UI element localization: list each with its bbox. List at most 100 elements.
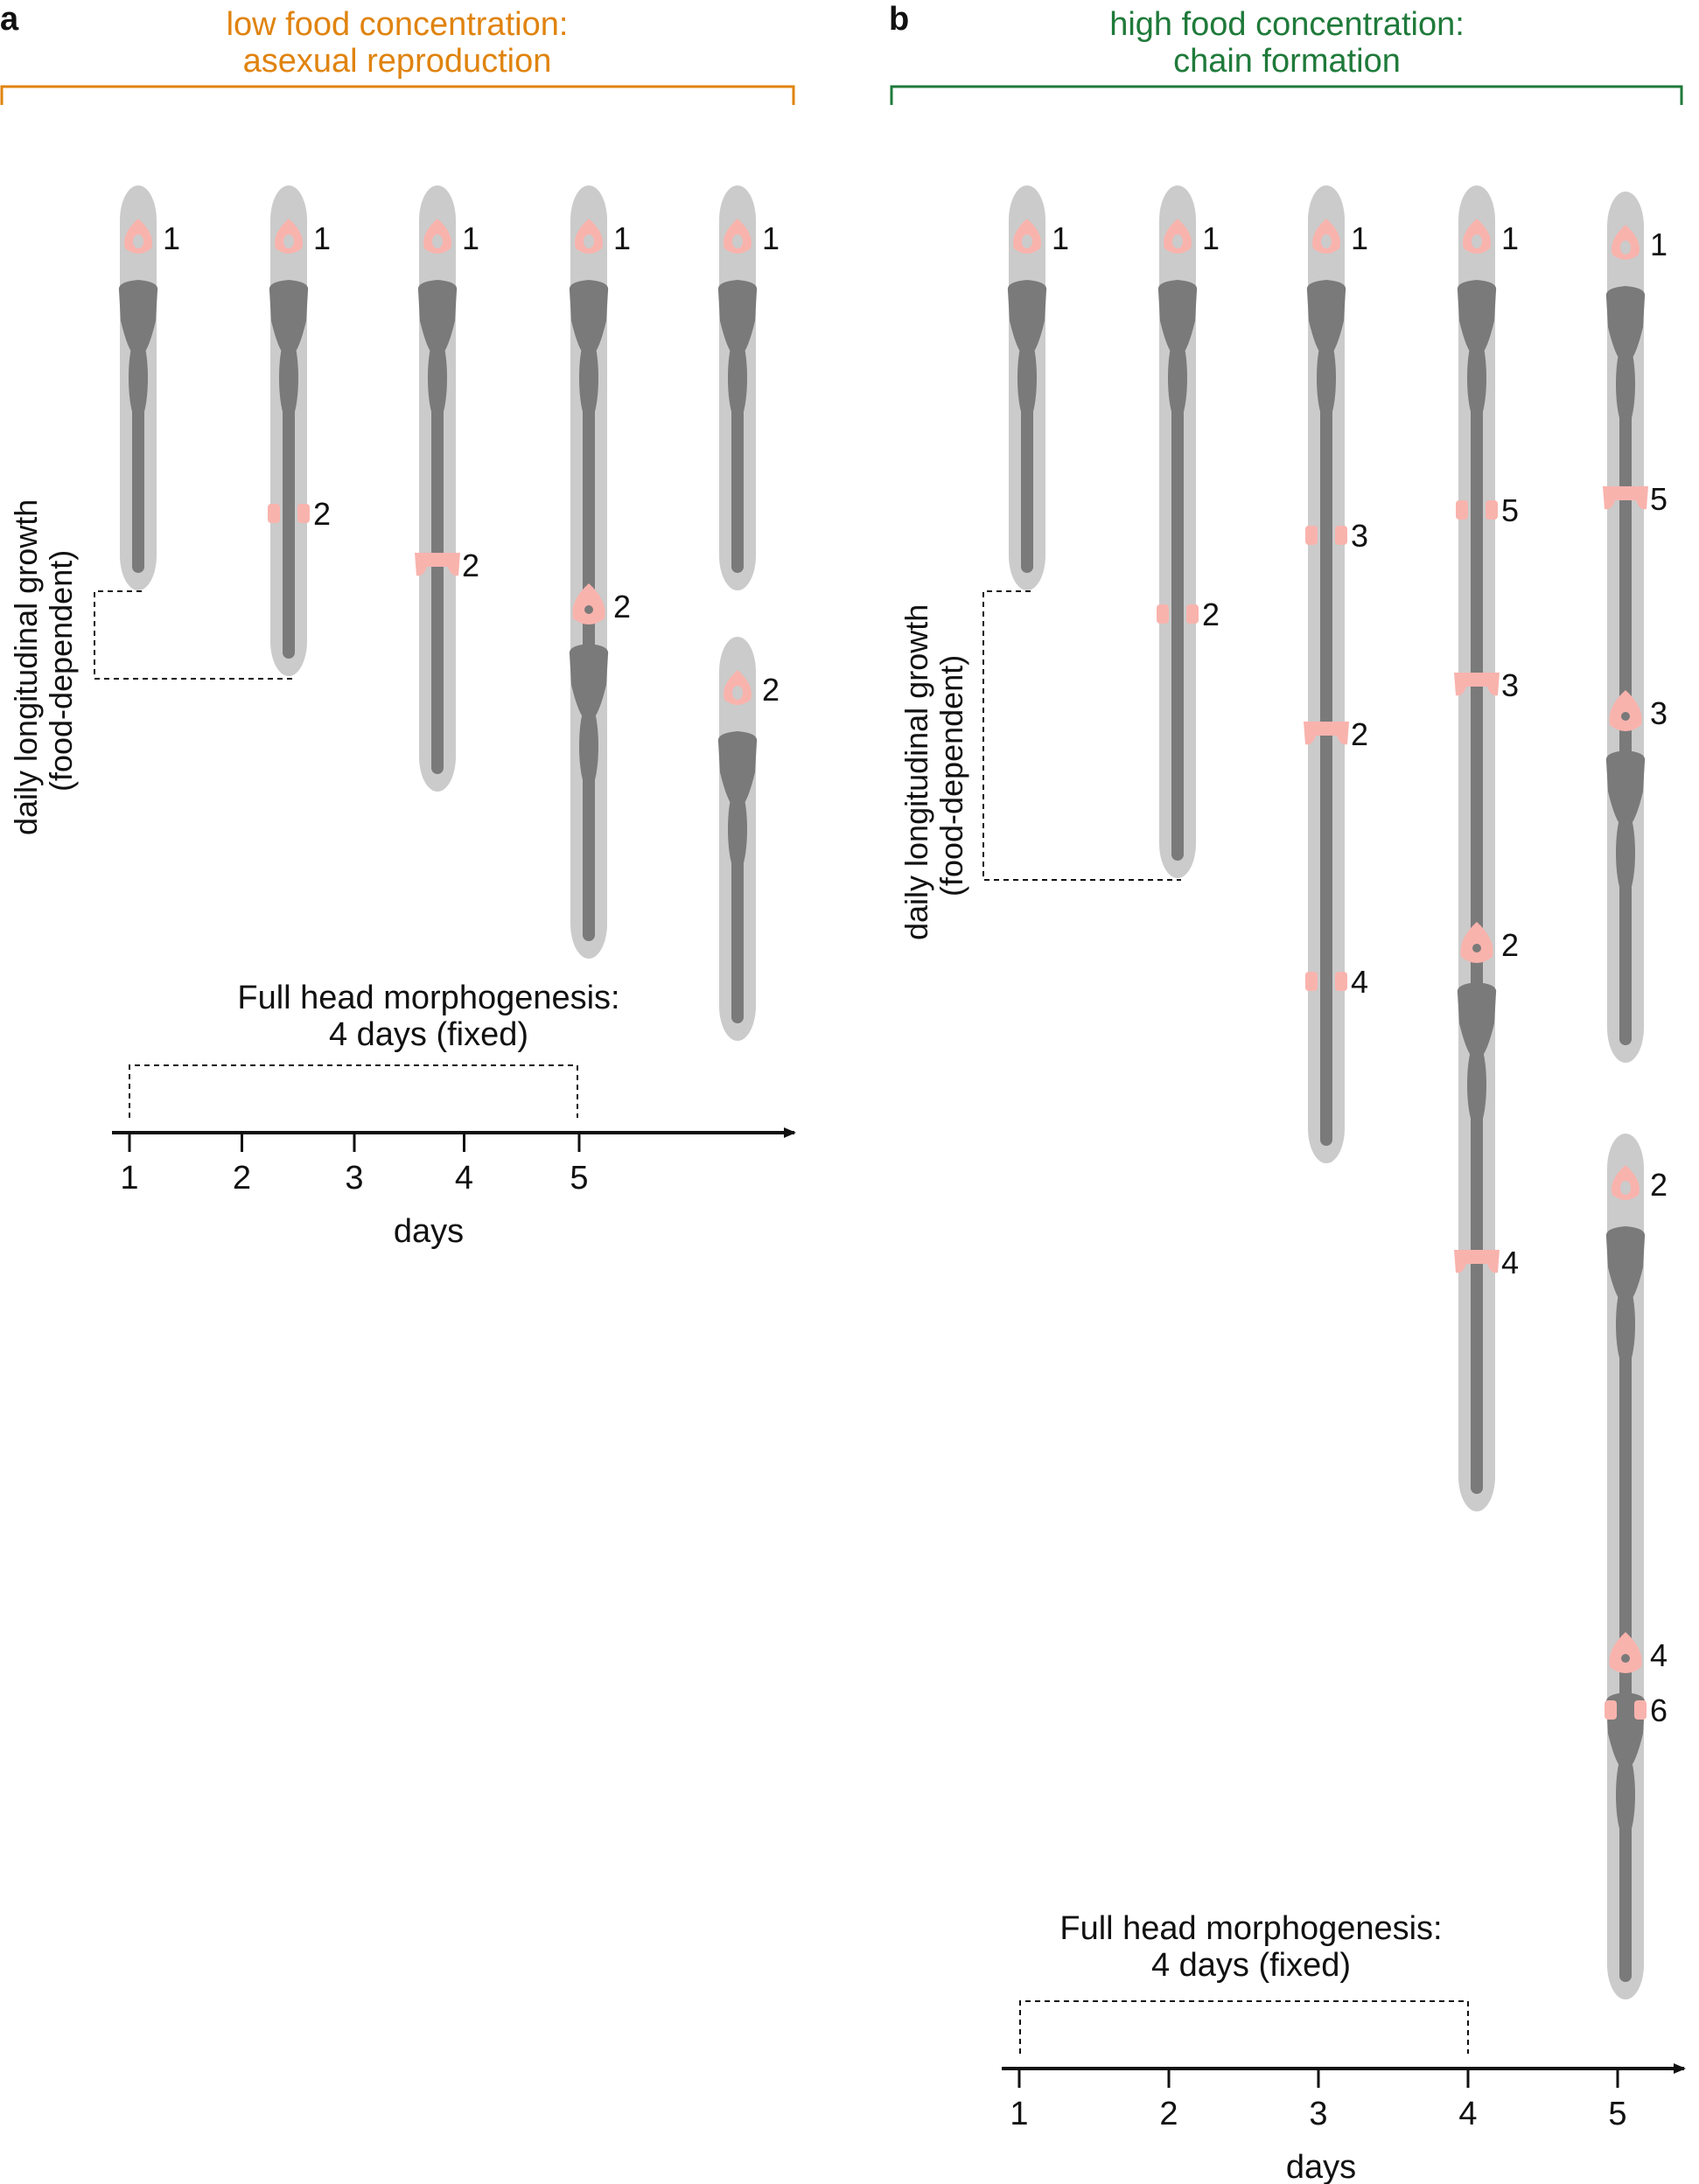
pharynx xyxy=(1157,280,1198,352)
growth-bracket xyxy=(982,590,1181,881)
pharynx xyxy=(269,280,309,352)
gut-swelling xyxy=(579,702,598,790)
fission-zone-number: 4 xyxy=(1351,964,1368,1000)
fission-zone-early-right xyxy=(1486,500,1498,520)
gut-swelling xyxy=(728,334,747,422)
growth-label: daily longitudinal growth (food-dependen… xyxy=(898,604,969,940)
head-lumen xyxy=(1172,234,1183,248)
fission-zone-early-left xyxy=(1305,972,1318,991)
head-lumen xyxy=(1022,234,1032,248)
fission-zone-number: 2 xyxy=(1202,597,1220,632)
fission-zone-late xyxy=(572,583,605,624)
days-axis-label: days xyxy=(1286,2149,1356,2184)
panel-title-bracket xyxy=(0,85,795,105)
pharynx xyxy=(1007,280,1047,352)
axis-tick-label: 1 xyxy=(120,1160,138,1197)
growth-label-line1: daily longitudinal growth xyxy=(8,499,44,835)
fission-zone-number: 1 xyxy=(1052,220,1069,256)
late-zone-core xyxy=(1621,1654,1630,1663)
worm-day-5: 1 xyxy=(717,185,780,590)
late-zone-core xyxy=(1621,712,1630,721)
worm-day-1: 1 xyxy=(1007,185,1069,590)
worm-day-4: 12 xyxy=(569,185,631,959)
morphogenesis-label-line2: 4 days (fixed) xyxy=(329,1016,528,1053)
fission-zone-number: 6 xyxy=(1650,1692,1668,1728)
worm-day-1: 1 xyxy=(118,185,180,590)
gut-swelling xyxy=(1616,809,1635,897)
axis-tick-label: 5 xyxy=(570,1160,588,1197)
fission-zone-late xyxy=(1609,1632,1642,1673)
fission-zone-late xyxy=(1609,690,1642,731)
fission-zone-early-left xyxy=(1605,1700,1617,1720)
gut-swelling xyxy=(579,334,598,422)
fission-zone-mid xyxy=(1603,486,1648,510)
morphogenesis-bracket xyxy=(1019,2000,1469,2054)
worm-day-5: 2 xyxy=(717,637,780,1041)
panel-title-bracket xyxy=(890,85,1683,105)
worm-day-3: 1 3 2 4 xyxy=(1304,185,1368,1163)
fission-zone-number: 1 xyxy=(1202,220,1220,256)
fission-zone-number: 1 xyxy=(1501,220,1519,256)
gut-swelling xyxy=(728,785,747,873)
fission-zone-number: 1 xyxy=(462,220,479,256)
fission-zone-early-left xyxy=(1456,500,1468,520)
fission-zone-number: 2 xyxy=(1501,927,1519,963)
fission-zone-early-left xyxy=(1305,526,1318,545)
axis-tick-label: 4 xyxy=(455,1160,473,1197)
morphogenesis-label-line2: 4 days (fixed) xyxy=(1151,1947,1351,1984)
fission-zone-number: 3 xyxy=(1351,518,1368,554)
fission-zone-number: 1 xyxy=(1650,227,1668,262)
gut xyxy=(1320,343,1332,1146)
fission-zone-number: 2 xyxy=(1650,1167,1668,1203)
fission-zone-mid xyxy=(415,553,460,576)
gut-swelling xyxy=(1467,1041,1486,1128)
axis-tick-label: 5 xyxy=(1608,2096,1626,2132)
fission-zone-early-right xyxy=(297,504,310,523)
fission-zone-number: 2 xyxy=(1351,716,1368,752)
panel-a: a low food concentration: asexual reprod… xyxy=(0,1,796,1250)
head-lumen xyxy=(584,234,594,248)
gut xyxy=(1471,343,1483,1494)
fission-zone-number: 1 xyxy=(1351,220,1368,256)
head-lumen xyxy=(1472,234,1482,248)
gut-swelling xyxy=(1616,1751,1635,1839)
pharynx xyxy=(1605,1226,1646,1298)
gut-swelling xyxy=(428,334,447,422)
late-zone-core xyxy=(1472,944,1481,952)
worm-day-5: 153 xyxy=(1603,192,1668,1063)
axis-tick-label: 2 xyxy=(1159,2096,1178,2132)
fission-zone-number: 1 xyxy=(613,220,631,256)
gut-swelling xyxy=(1467,334,1486,422)
fission-zone-number: 3 xyxy=(1501,667,1519,703)
pharynx xyxy=(569,280,609,352)
pharynx xyxy=(118,280,158,352)
days-axis-label: days xyxy=(394,1213,464,1250)
fission-zone-number: 3 xyxy=(1650,695,1668,731)
gut-swelling xyxy=(129,334,148,422)
fission-zone-number: 2 xyxy=(613,589,631,624)
growth-label-line2: (food-dependent) xyxy=(43,550,79,792)
morphogenesis-label-line1: Full head morphogenesis: xyxy=(1059,1910,1442,1947)
fission-zone-number: 4 xyxy=(1501,1245,1519,1280)
growth-bracket xyxy=(94,590,292,680)
gut-swelling xyxy=(1616,1280,1635,1368)
late-zone-core xyxy=(584,605,593,614)
head-lumen xyxy=(133,234,143,248)
worm-day-3: 12 xyxy=(415,185,479,792)
gut xyxy=(283,343,295,659)
panel-title-line2: asexual reproduction xyxy=(243,43,552,80)
fission-zone-number: 4 xyxy=(1650,1637,1668,1673)
fission-zone-number: 2 xyxy=(313,496,331,532)
panel-title-line2: chain formation xyxy=(1173,43,1401,80)
gut-swelling xyxy=(1168,334,1187,422)
head-lumen xyxy=(1321,234,1332,248)
fission-zone-number: 1 xyxy=(762,220,780,256)
worm-day-2: 12 xyxy=(1157,185,1220,878)
axis-tick-label: 3 xyxy=(345,1160,363,1197)
pharynx xyxy=(417,280,458,352)
fission-zone-early-right xyxy=(1634,1700,1647,1720)
fission-zone-mid xyxy=(1454,1250,1500,1273)
